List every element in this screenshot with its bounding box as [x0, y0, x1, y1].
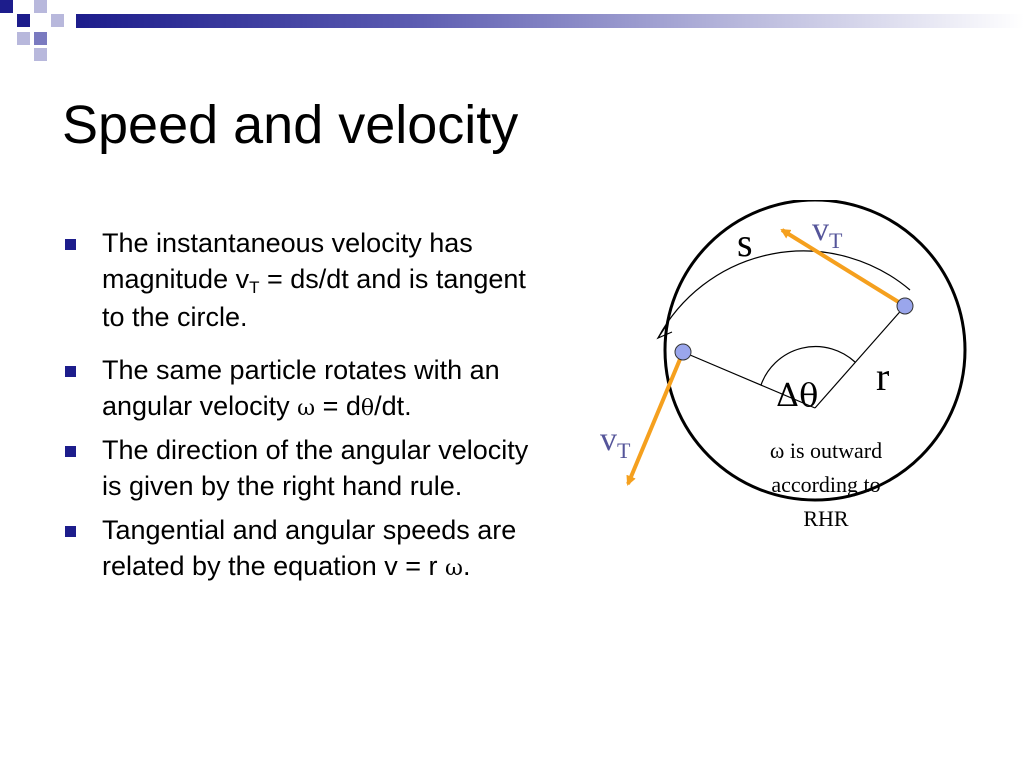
- circular-motion-diagram: s vT vT r Δθ ω is outward according to R…: [600, 200, 967, 531]
- corner-decoration: [0, 0, 80, 64]
- angle-label: Δθ: [776, 376, 818, 414]
- radius-label-r: r: [876, 354, 889, 399]
- note-line-2: according to: [771, 472, 880, 497]
- bullet-marker: [65, 446, 76, 458]
- bullet-marker: [65, 366, 76, 378]
- particle-point-left: [674, 343, 692, 361]
- note-line-1: ω is outward: [770, 438, 882, 463]
- velocity-vector-left: [626, 351, 685, 486]
- omega-symbol: ω: [297, 396, 316, 422]
- bullet-text: The same particle rotates with an angula…: [102, 355, 500, 422]
- bullet-text: Tangential and angular speeds are relate…: [102, 515, 517, 581]
- bullet-item: The same particle rotates with an angula…: [62, 353, 532, 425]
- slide-title: Speed and velocity: [62, 95, 519, 155]
- theta-symbol: θ: [360, 396, 375, 422]
- bullet-text: = ds/dt and is tangent to the circle.: [102, 263, 526, 332]
- bullet-text: The instantaneous velocity has magnitude…: [102, 228, 473, 294]
- bullet-marker: [65, 526, 76, 538]
- note-line-3: RHR: [803, 506, 849, 531]
- particle-point-right: [896, 297, 914, 315]
- bullet-item: The direction of the angular velocity is…: [62, 433, 532, 505]
- header-gradient-bar: [76, 14, 1024, 28]
- velocity-label-left: vT: [600, 421, 631, 463]
- bullet-item: Tangential and angular speeds are relate…: [62, 513, 532, 585]
- bullet-list: The instantaneous velocity has magnitude…: [62, 226, 532, 593]
- velocity-vector-top: [780, 228, 907, 308]
- bullet-text: The direction of the angular velocity is…: [102, 435, 529, 502]
- bullet-text: /dt.: [374, 391, 412, 422]
- radius-line-right: [814, 305, 906, 409]
- bullet-text: .: [462, 550, 471, 581]
- arc-s: [657, 250, 911, 339]
- bullet-marker: [65, 239, 76, 250]
- circle-path: [663, 200, 967, 502]
- bullet-item: The instantaneous velocity has magnitude…: [62, 226, 532, 335]
- radius-line-left: [682, 351, 816, 409]
- velocity-label-top: vT: [812, 211, 843, 253]
- subscript: T: [249, 277, 260, 297]
- angle-arc: [760, 345, 856, 386]
- arc-arrowhead: [656, 325, 673, 340]
- omega-symbol: ω: [444, 555, 463, 581]
- arc-label-s: s: [737, 220, 753, 265]
- bullet-text: = d: [315, 391, 361, 422]
